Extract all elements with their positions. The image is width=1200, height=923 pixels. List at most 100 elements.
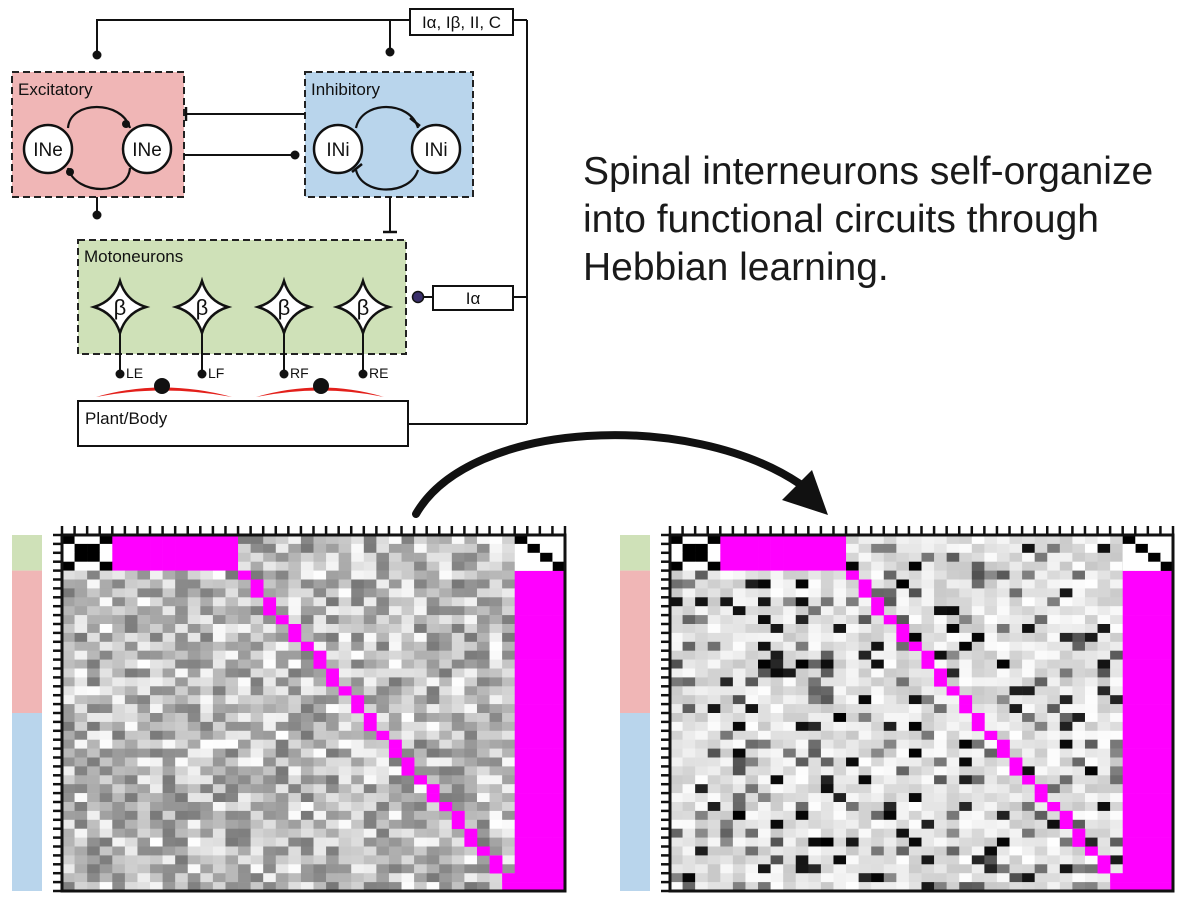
matrix-cell: [996, 793, 1010, 803]
matrix-cell: [363, 588, 377, 598]
matrix-cell: [124, 659, 138, 669]
matrix-cell: [808, 864, 822, 874]
matrix-cell: [162, 873, 176, 883]
matrix-cell: [539, 695, 553, 705]
matrix-cell: [212, 882, 226, 892]
matrix-cell: [552, 650, 566, 660]
matrix-cell: [770, 713, 784, 723]
matrix-cell: [552, 579, 566, 589]
matrix-cell: [1047, 846, 1061, 856]
matrix-cell: [187, 686, 201, 696]
matrix-cell: [363, 775, 377, 785]
matrix-cell: [326, 864, 339, 874]
matrix-cell: [833, 615, 847, 625]
matrix-cell: [552, 659, 566, 669]
matrix-cell: [351, 624, 365, 634]
matrix-cell: [552, 837, 566, 847]
matrix-cell: [1072, 810, 1086, 821]
matrix-cell: [959, 757, 973, 767]
matrix-cell: [250, 873, 264, 883]
matrix-cell: [87, 535, 101, 545]
matrix-cell: [137, 695, 151, 705]
matrix-cell: [984, 864, 998, 874]
matrix-cell: [921, 730, 935, 740]
matrix-cell: [439, 810, 453, 821]
matrix-cell: [921, 766, 935, 776]
matrix-cell: [74, 606, 88, 616]
matrix-cell: [1135, 650, 1149, 660]
matrix-cell: [502, 695, 515, 705]
matrix-cell: [682, 846, 696, 856]
matrix-cell: [376, 864, 390, 874]
matrix-cell: [1009, 632, 1023, 643]
matrix-cell: [670, 819, 683, 829]
matrix-cell: [670, 713, 683, 723]
matrix-cell: [288, 775, 302, 785]
matrix-cell: [238, 659, 251, 669]
matrix-cell: [212, 721, 226, 732]
matrix-cell: [795, 650, 809, 660]
matrix-cell: [695, 552, 709, 562]
matrix-cell: [527, 668, 541, 678]
matrix-cell: [162, 713, 176, 723]
matrix-cell: [238, 668, 251, 678]
matrix-cell: [87, 668, 101, 678]
matrix-cell: [363, 810, 377, 821]
matrix-cell: [514, 570, 528, 580]
matrix-cell: [1160, 882, 1174, 892]
matrix-cell: [225, 748, 239, 758]
matrix-cell: [946, 793, 960, 803]
matrix-cell: [275, 793, 289, 803]
matrix-cell: [326, 641, 339, 651]
diagonal-cell: [238, 570, 251, 580]
matrix-cell: [439, 846, 453, 856]
matrix-cell: [439, 597, 453, 607]
matrix-cell: [971, 624, 985, 634]
matrix-cell: [539, 721, 553, 732]
matrix-cell: [1084, 784, 1098, 794]
matrix-cell: [300, 686, 314, 696]
matrix-cell: [846, 846, 859, 856]
matrix-cell: [489, 579, 503, 589]
matrix-cell: [300, 713, 314, 723]
matrix-cell: [338, 775, 352, 785]
matrix-cell: [514, 632, 528, 643]
matrix-cell: [250, 793, 264, 803]
matrix-cell: [275, 828, 289, 838]
matrix-cell: [414, 543, 427, 554]
matrix-cell: [514, 837, 528, 847]
matrix-cell: [489, 873, 503, 883]
matrix-cell: [707, 677, 721, 687]
matrix-cell: [502, 668, 515, 678]
matrix-cell: [300, 864, 314, 874]
matrix-cell: [539, 641, 553, 651]
matrix-cell: [871, 873, 885, 883]
matrix-cell: [846, 677, 859, 687]
diagonal-cell: [326, 677, 339, 687]
matrix-cell: [288, 695, 302, 705]
matrix-cell: [388, 632, 402, 643]
matrix-cell: [896, 739, 910, 749]
matrix-cell: [682, 606, 696, 616]
matrix-cell: [908, 695, 922, 705]
matrix-cell: [732, 873, 746, 883]
matrix-cell: [908, 624, 922, 634]
matrix-cell: [783, 739, 797, 749]
matrix-cell: [275, 632, 289, 643]
matrix-cell: [87, 810, 101, 821]
matrix-cell: [212, 624, 226, 634]
matrix-cell: [238, 686, 251, 696]
matrix-cell: [137, 659, 151, 669]
matrix-cell: [87, 606, 101, 616]
matrix-cell: [959, 650, 973, 660]
matrix-cell: [896, 695, 910, 705]
matrix-cell: [934, 721, 947, 732]
matrix-cell: [1009, 579, 1023, 589]
matrix-cell: [451, 552, 465, 562]
matrix-cell: [1135, 552, 1149, 562]
matrix-cell: [770, 793, 784, 803]
matrix-cell: [451, 659, 465, 669]
matrix-cell: [959, 793, 973, 803]
matrix-cell: [275, 597, 289, 607]
matrix-cell: [74, 561, 88, 571]
